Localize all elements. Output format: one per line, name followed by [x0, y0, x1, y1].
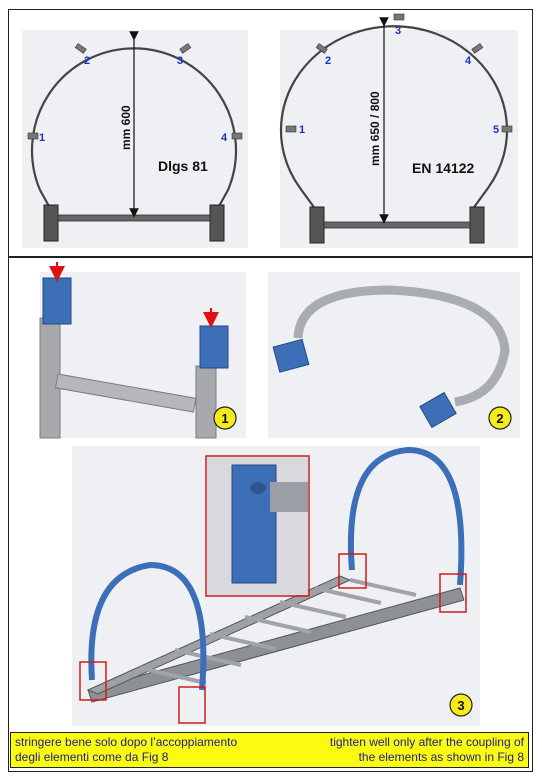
- step-1-number: 1: [221, 411, 228, 426]
- caption-english: tighten well only after the coupling of …: [284, 735, 524, 765]
- right-point-1: 1: [299, 124, 305, 136]
- caption-it-line2: degli elementi come da Fig 8: [15, 750, 169, 764]
- top-frame: [8, 9, 533, 257]
- right-point-4: 4: [465, 55, 472, 67]
- step-badges: [213, 406, 512, 717]
- step-3-number: 3: [457, 698, 464, 713]
- photo-2-bg: [268, 272, 520, 438]
- caption-italian: stringere bene solo dopo l’accoppiamento…: [15, 735, 275, 765]
- bottom-frame: [8, 257, 533, 772]
- left-point-4: 4: [221, 132, 228, 144]
- left-hoop-drawing: [27, 31, 243, 242]
- left-point-1: 1: [39, 132, 45, 144]
- left-point-3: 3: [177, 55, 183, 67]
- right-point-2: 2: [325, 55, 331, 67]
- left-dimension: mm 600: [119, 105, 133, 150]
- hoop-band-photo: [272, 285, 510, 429]
- right-point-5: 5: [493, 124, 499, 136]
- right-dimension: mm 650 / 800: [368, 91, 382, 166]
- left-point-2: 2: [84, 55, 90, 67]
- right-standard: EN 14122: [412, 160, 474, 176]
- right-hoop-drawing: [279, 13, 513, 244]
- caption-en-line2: the elements as shown in Fig 8: [358, 750, 524, 764]
- caption-it-line1: stringere bene solo dopo l’accoppiamento: [15, 735, 238, 749]
- left-standard: Dlgs 81: [158, 158, 208, 174]
- ladder-upright-photo: [39, 262, 229, 439]
- right-point-3: 3: [395, 25, 401, 37]
- step-2-number: 2: [496, 411, 503, 426]
- caption-box: stringere bene solo dopo l’accoppiamento…: [10, 732, 529, 768]
- ladder-assembly-photo: [79, 446, 467, 724]
- caption-en-line1: tighten well only after the coupling of: [329, 735, 524, 749]
